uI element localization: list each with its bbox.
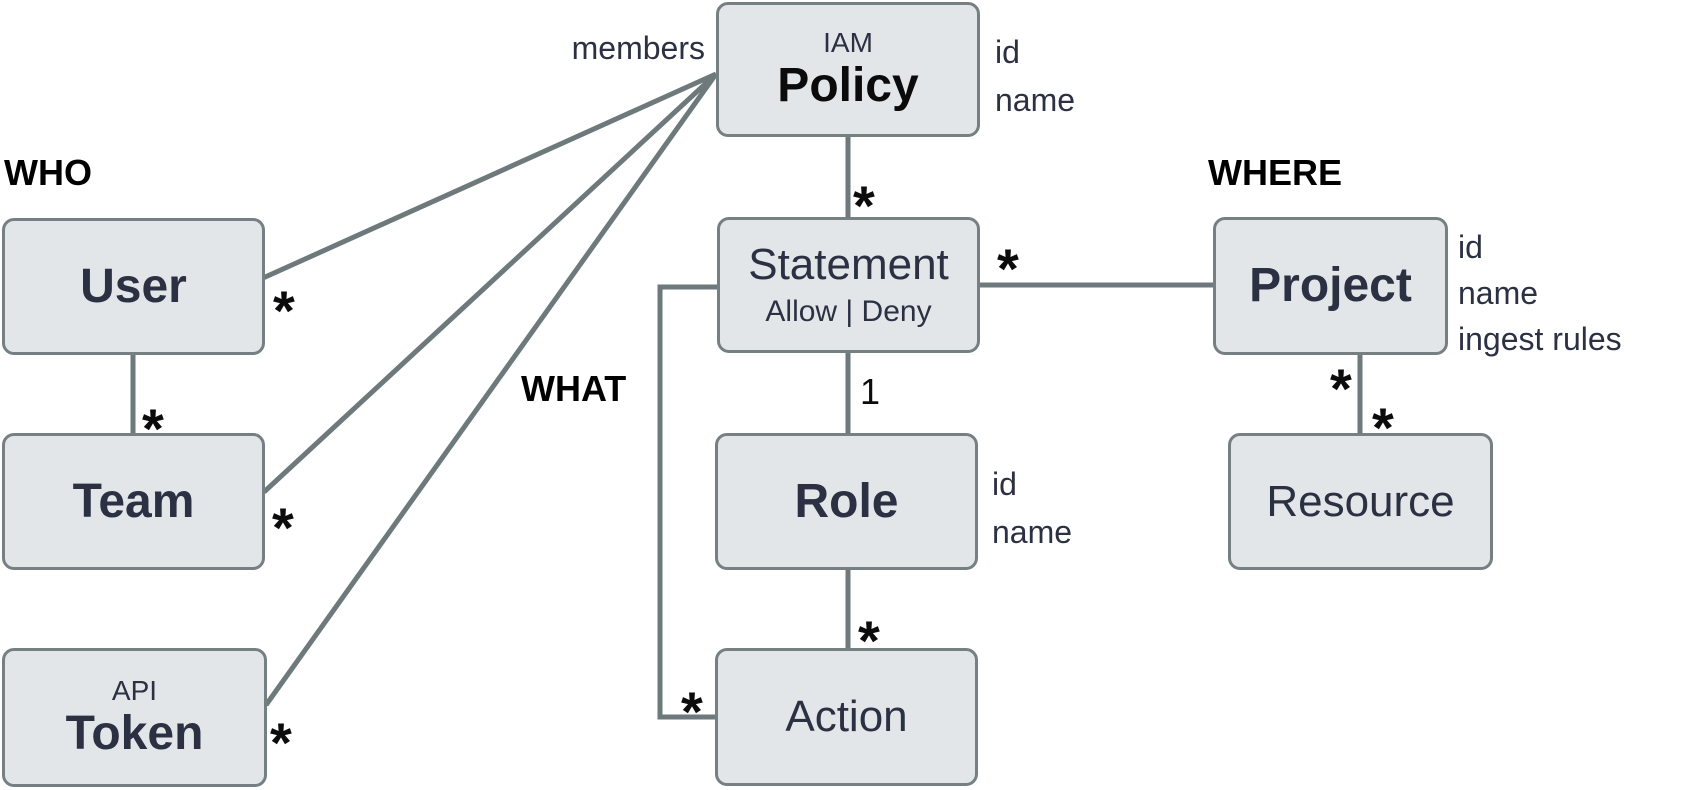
cardinality-project-resource-left: * (1330, 357, 1352, 420)
section-label-what: WHAT (521, 368, 627, 409)
attribute: name (995, 82, 1076, 118)
entity-token: API Token (2, 648, 267, 787)
cardinality-user-team: * (142, 397, 164, 460)
entity-statement-name: Statement (748, 240, 949, 290)
entity-team-name: Team (72, 474, 195, 528)
entity-team: Team (2, 433, 265, 570)
entity-resource: Resource (1228, 433, 1493, 570)
edge-policy-user (261, 71, 718, 281)
entity-action: Action (715, 648, 978, 786)
entity-token-kicker: API (111, 674, 158, 706)
edge-policy-team (262, 72, 718, 494)
relationship-label-members: members (571, 30, 705, 66)
entity-policy-name: Policy (777, 58, 919, 112)
cardinality-action-statement: * (681, 680, 703, 743)
entity-project: Project (1213, 217, 1448, 355)
cardinality-policy-statement: * (853, 174, 875, 237)
attribute: id (992, 466, 1017, 502)
entity-policy-kicker: IAM (823, 26, 873, 58)
entity-statement-subtitle: Allow | Deny (765, 294, 932, 328)
cardinality-statement-project: * (997, 237, 1019, 300)
entity-user-name: User (80, 259, 187, 313)
attribute: id (995, 34, 1020, 70)
cardinality-user-policy: * (273, 279, 295, 342)
role-attributes: id name (992, 460, 1072, 556)
section-label-where: WHERE (1208, 152, 1342, 193)
project-attributes: id name ingest rules (1458, 224, 1622, 362)
policy-attributes: id name (995, 28, 1075, 124)
entity-project-name: Project (1249, 259, 1412, 313)
cardinality-project-resource-right: * (1372, 396, 1394, 459)
attribute: name (992, 514, 1073, 550)
cardinality-token-policy: * (270, 711, 292, 774)
edge-policy-token (263, 72, 719, 707)
section-label-who: WHO (4, 152, 92, 193)
attribute: name (1458, 275, 1539, 311)
cardinality-role-action: * (858, 609, 880, 672)
attribute: id (1458, 229, 1483, 265)
cardinality-statement-role: 1 (860, 371, 881, 412)
entity-policy: IAM Policy (716, 2, 980, 137)
edge-action-statement (657, 284, 718, 720)
entity-resource-name: Resource (1266, 476, 1455, 526)
entity-role: Role (715, 433, 978, 570)
entity-action-name: Action (785, 692, 908, 742)
entity-token-name: Token (65, 706, 204, 760)
cardinality-team-policy: * (272, 496, 294, 559)
entity-statement: Statement Allow | Deny (717, 217, 980, 353)
attribute: ingest rules (1458, 321, 1622, 357)
entity-role-name: Role (794, 474, 899, 528)
entity-user: User (2, 218, 265, 355)
